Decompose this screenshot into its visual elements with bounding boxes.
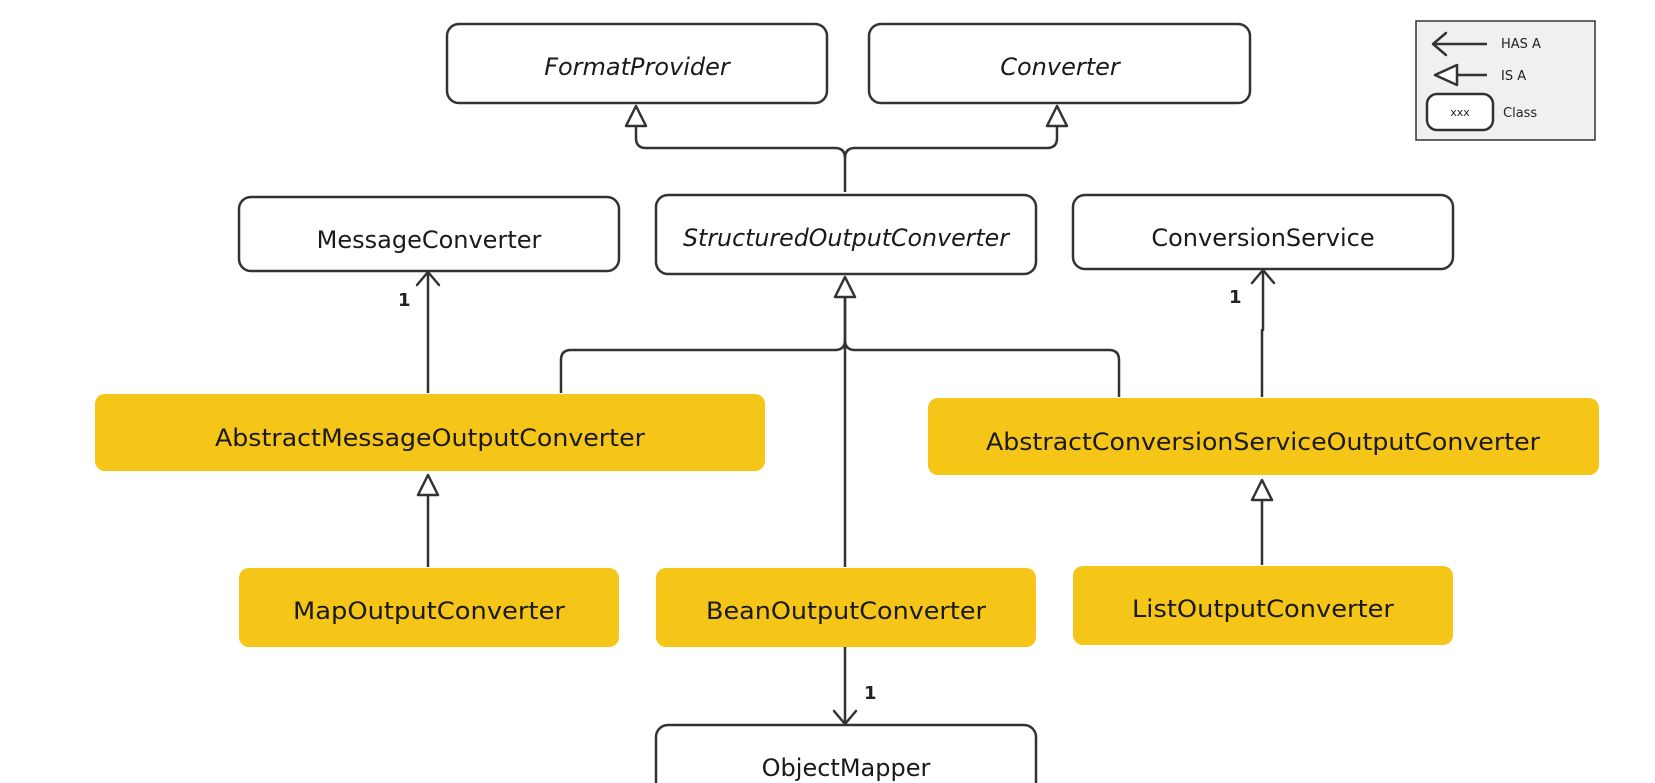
isa-arrowhead-abstractmessage [416, 473, 440, 497]
class-name: ConversionService [1151, 224, 1374, 252]
legend-is-a-arrowhead-icon [1433, 63, 1459, 87]
isa-line-abstractconversion-to-structured [843, 339, 1121, 397]
class-name: AbstractConversionServiceOutputConverter [986, 428, 1540, 456]
class-name: Converter [1000, 53, 1122, 81]
isa-arrowhead-converter [1045, 104, 1069, 128]
legend-has-a-label: HAS A [1501, 37, 1541, 52]
class-box-object-mapper: ObjectMapper [654, 723, 1038, 783]
legend-has-a-arrowhead-icon [1431, 31, 1448, 57]
isa-arrowhead-abstractconversion [1250, 478, 1274, 502]
multiplicity-object-mapper: 1 [864, 683, 877, 704]
class-box-conversion-service: ConversionService [1071, 193, 1455, 271]
class-box-map-output-converter: MapOutputConverter [239, 568, 619, 647]
legend-class-sample-text: xxx [1450, 106, 1470, 119]
class-box-message-converter: MessageConverter [237, 195, 621, 273]
multiplicity-message-converter: 1 [398, 290, 411, 311]
class-box-structured-output-converter: StructuredOutputConverter [654, 193, 1038, 276]
isa-arrowhead-formatprovider [624, 104, 648, 128]
arrowheads [416, 104, 1274, 502]
class-name: ObjectMapper [762, 754, 931, 782]
legend-class-sample-box [1425, 92, 1495, 132]
connectors [426, 126, 1265, 722]
legend: HAS A IS A xxx Class [1415, 20, 1596, 141]
class-box-abstract-conversion-service-output-converter: AbstractConversionServiceOutputConverter [928, 398, 1599, 475]
isa-arrowhead-structured [833, 275, 857, 299]
legend-class-label: Class [1503, 106, 1537, 121]
isa-line-structured-to-converter [843, 126, 1059, 159]
isa-line-abstractmessage-to-structured [559, 297, 847, 393]
class-name: FormatProvider [544, 53, 732, 81]
class-box-converter: Converter [867, 22, 1252, 105]
class-box-format-provider: FormatProvider [445, 22, 829, 105]
legend-is-a-label: IS A [1501, 69, 1526, 84]
class-box-bean-output-converter: BeanOutputConverter [656, 568, 1036, 647]
class-box-list-output-converter: ListOutputConverter [1073, 566, 1453, 645]
class-name: AbstractMessageOutputConverter [215, 424, 645, 452]
multiplicity-conversion-service: 1 [1229, 287, 1242, 308]
class-name: MapOutputConverter [293, 597, 565, 625]
class-name: MessageConverter [317, 226, 542, 254]
isa-line-structured-to-formatprovider [634, 126, 847, 192]
hasa-line-abstractconversion-to-conversionservice [1260, 272, 1265, 397]
class-name: StructuredOutputConverter [683, 224, 1011, 252]
class-name: ListOutputConverter [1132, 595, 1394, 623]
class-name: BeanOutputConverter [706, 597, 986, 625]
class-box-abstract-message-output-converter: AbstractMessageOutputConverter [95, 394, 765, 471]
